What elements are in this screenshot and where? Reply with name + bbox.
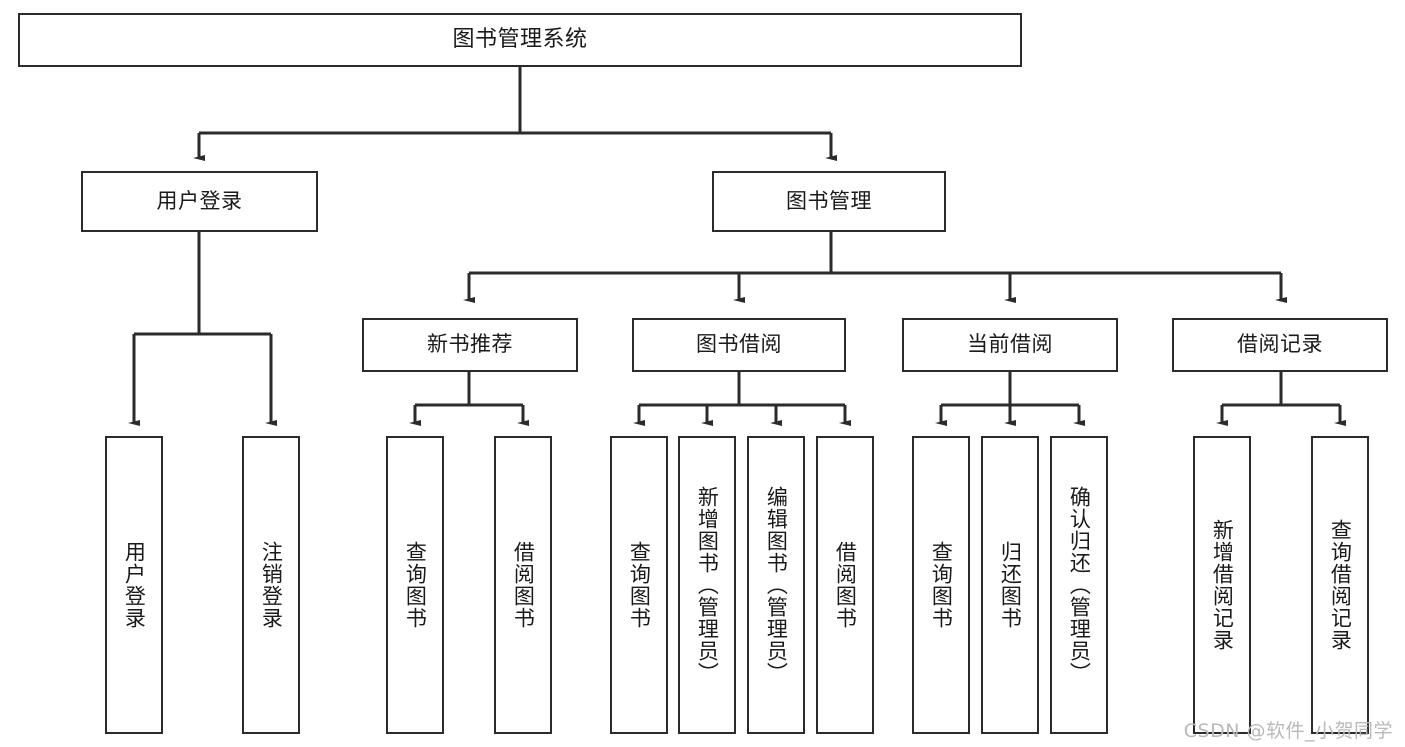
leaf-current-borrow-query-book[interactable]: 查询图书 (912, 436, 970, 734)
leaf-borrow-record-query-record[interactable]: 查询借阅记录 (1311, 436, 1369, 734)
node-label: 借阅图书 (511, 541, 536, 629)
node-label: 借阅图书 (833, 541, 858, 629)
node-label: 查询借阅记录 (1328, 519, 1353, 651)
node-user-login[interactable]: 用户登录 (81, 171, 318, 232)
node-current-borrow[interactable]: 当前借阅 (902, 318, 1118, 372)
watermark-text: CSDN @软件_小贺同学 (1183, 720, 1393, 742)
node-label: 借阅记录 (1237, 332, 1323, 357)
leaf-book-borrow-add-book-admin[interactable]: 新增图书（管理员） (678, 436, 736, 734)
leaf-user-login-login[interactable]: 用户登录 (105, 436, 163, 734)
node-label: 用户登录 (156, 188, 243, 213)
node-label: 查询图书 (929, 541, 954, 629)
leaf-borrow-record-add-record[interactable]: 新增借阅记录 (1193, 436, 1251, 734)
node-label: 新增图书（管理员） (695, 486, 720, 684)
node-label: 查询图书 (627, 541, 652, 629)
leaf-current-borrow-confirm-return-admin[interactable]: 确认归还（管理员） (1050, 436, 1108, 734)
node-borrow-record[interactable]: 借阅记录 (1172, 318, 1388, 372)
node-label: 新增借阅记录 (1210, 519, 1235, 651)
node-label: 当前借阅 (967, 332, 1053, 357)
node-new-book-recommend[interactable]: 新书推荐 (362, 318, 578, 372)
leaf-new-book-borrow-book[interactable]: 借阅图书 (494, 436, 552, 734)
node-label: 归还图书 (998, 541, 1023, 629)
node-label: 新书推荐 (427, 332, 513, 357)
leaf-book-borrow-borrow-book[interactable]: 借阅图书 (816, 436, 874, 734)
leaf-user-login-logout[interactable]: 注销登录 (242, 436, 300, 734)
node-label: 图书管理 (786, 188, 872, 213)
node-book-management[interactable]: 图书管理 (712, 171, 946, 232)
leaf-new-book-query-book[interactable]: 查询图书 (386, 436, 444, 734)
node-label: 确认归还（管理员） (1067, 486, 1092, 684)
node-label: 用户登录 (122, 541, 147, 629)
node-root-book-management-system[interactable]: 图书管理系统 (18, 13, 1022, 67)
node-label: 查询图书 (403, 541, 428, 629)
node-label: 编辑图书（管理员） (764, 486, 789, 684)
leaf-book-borrow-edit-book-admin[interactable]: 编辑图书（管理员） (747, 436, 805, 734)
node-book-borrow[interactable]: 图书借阅 (632, 318, 846, 372)
leaf-current-borrow-return-book[interactable]: 归还图书 (981, 436, 1039, 734)
node-label: 图书管理系统 (452, 26, 588, 52)
leaf-book-borrow-query-book[interactable]: 查询图书 (610, 436, 668, 734)
node-label: 注销登录 (259, 541, 284, 629)
node-label: 图书借阅 (696, 332, 782, 357)
